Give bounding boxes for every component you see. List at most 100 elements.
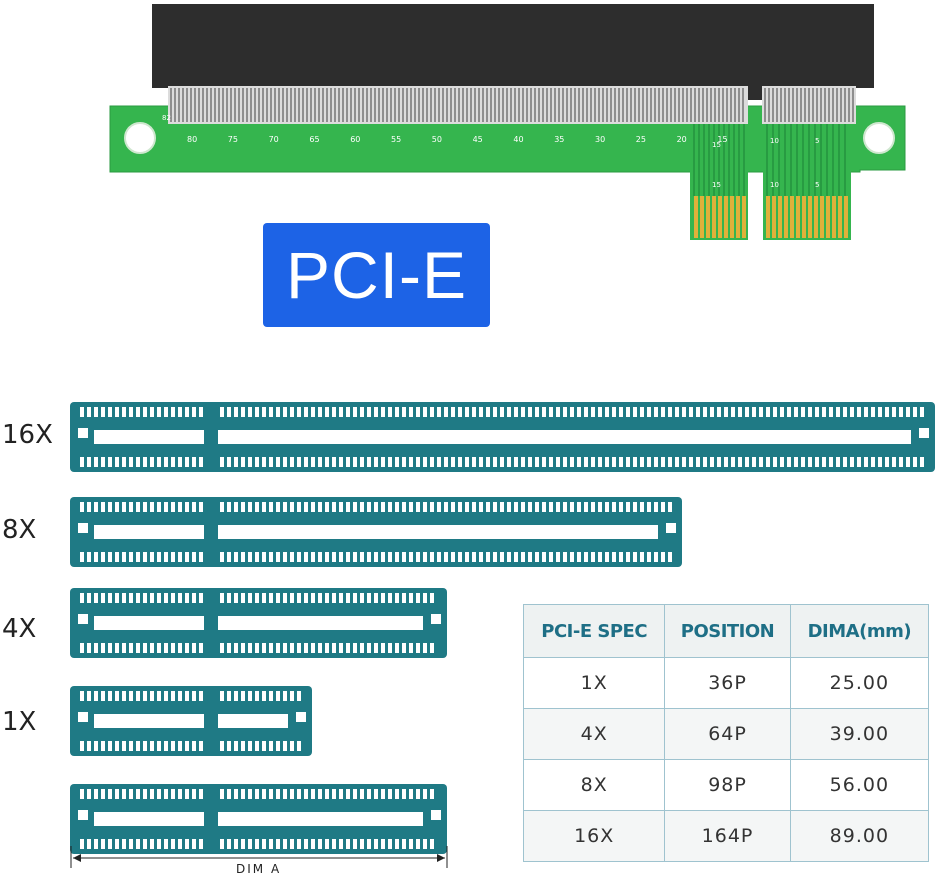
slot-pin — [482, 88, 484, 122]
slot-contact — [262, 691, 266, 701]
slot-contact — [381, 502, 385, 512]
slot-pin — [246, 88, 248, 122]
slot-contact — [227, 643, 231, 653]
slot-contact — [241, 839, 245, 849]
slot-contact — [437, 552, 441, 562]
slot-contact — [388, 643, 392, 653]
slot-contact — [157, 593, 161, 603]
slot-contact — [115, 552, 119, 562]
slot-pin — [486, 88, 488, 122]
slot-contact — [486, 457, 490, 467]
slot-contact — [535, 502, 539, 512]
slot-pin — [182, 88, 184, 122]
slot-contact — [486, 407, 490, 417]
slot-contact — [269, 691, 273, 701]
slot-contact — [178, 502, 182, 512]
pin-number: 30 — [595, 135, 605, 144]
slot-contact — [297, 691, 301, 701]
pin-number: 45 — [473, 135, 483, 144]
slot-contact — [479, 457, 483, 467]
pin-label-10b: 10 — [770, 181, 779, 189]
slot-contact — [129, 691, 133, 701]
slot-contact — [458, 502, 462, 512]
slot-contact — [367, 457, 371, 467]
slot-pin — [768, 88, 770, 122]
slot-contact — [283, 643, 287, 653]
slot-contact — [619, 407, 623, 417]
slot-pin — [442, 88, 444, 122]
slot-pin — [322, 88, 324, 122]
slot-pin — [218, 88, 220, 122]
slot-contact — [304, 643, 308, 653]
slot-contact — [493, 407, 497, 417]
slot-contact — [115, 502, 119, 512]
slot-contact — [94, 839, 98, 849]
slot-contact — [150, 741, 154, 751]
slot-contact — [703, 407, 707, 417]
slot-contact — [171, 643, 175, 653]
slot-contact — [332, 457, 336, 467]
slot-contact — [101, 839, 105, 849]
slot-contact — [430, 502, 434, 512]
slot-pin — [586, 88, 588, 122]
slot-contact — [220, 789, 224, 799]
slot-contact — [241, 643, 245, 653]
slot-contact — [745, 457, 749, 467]
slot-contact — [87, 789, 91, 799]
slot-contact — [297, 741, 301, 751]
slot-contact — [248, 839, 252, 849]
slot-pin — [780, 88, 782, 122]
slot-contact — [311, 789, 315, 799]
slot-pin — [638, 88, 640, 122]
slot-contact — [626, 407, 630, 417]
slot-contact — [269, 839, 273, 849]
slot-pin — [772, 88, 774, 122]
slot-contact — [654, 552, 658, 562]
slot-contact — [395, 789, 399, 799]
slot-contact — [360, 839, 364, 849]
slot-contact — [360, 457, 364, 467]
slot-pin — [722, 88, 724, 122]
slot-pin — [502, 88, 504, 122]
slot-contact — [255, 457, 259, 467]
pin-number: 70 — [269, 135, 279, 144]
slot-contact — [612, 457, 616, 467]
slot-contact — [234, 593, 238, 603]
slot-pin — [674, 88, 676, 122]
slot-contact — [367, 593, 371, 603]
slot-contact — [129, 407, 133, 417]
slot-contact — [591, 552, 595, 562]
slot-contact — [164, 407, 168, 417]
slot-contact — [108, 457, 112, 467]
slot-contact — [136, 643, 140, 653]
slot-contact — [906, 407, 910, 417]
slot-pin — [702, 88, 704, 122]
slot-contact — [234, 839, 238, 849]
slot-contact — [255, 691, 259, 701]
pin-number: 65 — [309, 135, 319, 144]
slot-contact — [514, 502, 518, 512]
slot-contact — [80, 789, 84, 799]
slot-contact — [619, 457, 623, 467]
slot-contact — [584, 502, 588, 512]
slot-pin — [678, 88, 680, 122]
slot-contact — [241, 552, 245, 562]
slot-contact — [766, 457, 770, 467]
slot-contact — [150, 839, 154, 849]
slot-contact — [94, 552, 98, 562]
slot-contact — [283, 457, 287, 467]
slot-contact — [535, 552, 539, 562]
slot-contact — [150, 691, 154, 701]
slot-contact — [591, 407, 595, 417]
slot-contact — [136, 457, 140, 467]
slot-contact — [374, 552, 378, 562]
slot-contact — [353, 502, 357, 512]
slot-contact — [234, 789, 238, 799]
slot-contact — [367, 789, 371, 799]
slot-pin — [812, 88, 814, 122]
dim-a-label: DIM A — [236, 862, 282, 876]
slot-contact — [87, 457, 91, 467]
slot-contact — [122, 502, 126, 512]
slot-contact — [822, 457, 826, 467]
slot-contact — [745, 407, 749, 417]
